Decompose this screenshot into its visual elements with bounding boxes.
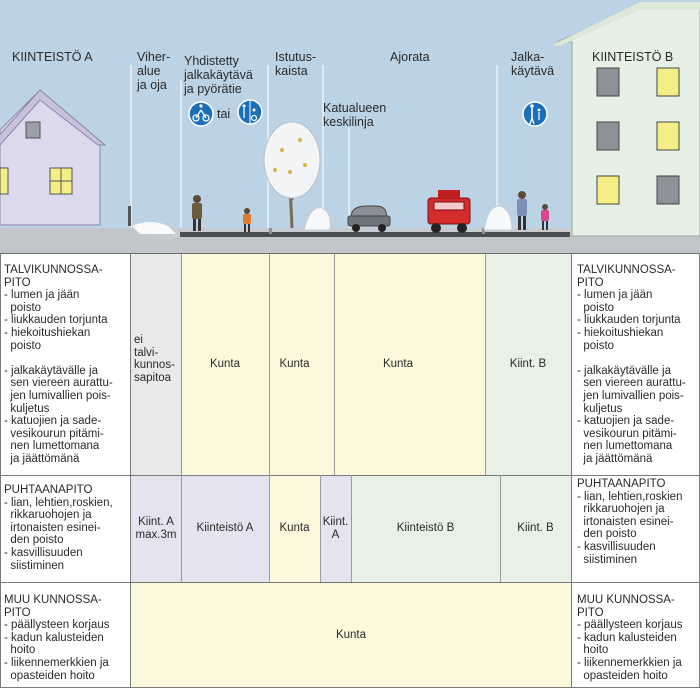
label-istutuskaista: Istutus- kaista (275, 50, 316, 78)
grid-line (0, 582, 700, 583)
car (347, 205, 391, 232)
road-surface (180, 232, 570, 237)
grid-line (269, 254, 270, 475)
pedestrian-adult-left (192, 195, 202, 231)
cleaning-kunta: Kunta (279, 522, 310, 534)
tree (263, 121, 321, 229)
winter-kiint-b: Kiint. B (509, 358, 547, 370)
house-a (0, 89, 107, 226)
clean-kunta-bg (269, 475, 320, 582)
winter-kunta-2: Kunta (279, 358, 310, 370)
bicycle-pedestrian-sign-icon (188, 101, 214, 127)
child-left (243, 208, 251, 232)
grid-line (181, 475, 182, 582)
winter-kunta-3: Kunta (382, 358, 414, 370)
grid-line (181, 254, 182, 475)
curb-right (482, 228, 485, 234)
snow-pile-right (483, 205, 513, 231)
cleaning-left-text: PUHTAANAPITO - lian, lehtien,roskien, ri… (4, 484, 113, 572)
child-right (541, 204, 549, 230)
pedestrian-adult-right (517, 191, 527, 230)
bicycle-pedestrian-sign-alt-icon (237, 99, 263, 125)
clean-kiint-a-small-bg (320, 475, 351, 582)
cleaning-right-text: PUHTAANAPITO - lian, lehtien,roskien rik… (577, 478, 683, 566)
winter-kiint-b-bg (485, 254, 571, 475)
grid-line (500, 475, 501, 582)
grid-line (269, 475, 270, 582)
other-kunta: Kunta (335, 628, 367, 641)
grid-line (320, 475, 321, 582)
cleaning-kiinteisto-a: Kiinteistö A (196, 522, 254, 534)
clean-kiinteisto-b-bg (351, 475, 500, 582)
pedestrian-sign-icon (522, 101, 548, 127)
post (128, 206, 131, 226)
ditch-snow (132, 222, 176, 234)
cleaning-kiint-a-small: Kiint. A (322, 515, 349, 541)
winter-kunta-1-bg (181, 254, 269, 475)
label-viheralue: Viher- alue ja oja (137, 50, 171, 92)
grid-line (351, 475, 352, 582)
snow-pile-left (303, 207, 331, 231)
label-ajorata: Ajorata (390, 50, 430, 64)
winter-kunta-3-bg (334, 254, 485, 475)
winter-kunta-1: Kunta (209, 358, 241, 370)
truck (427, 190, 471, 233)
label-kiinteisto-a: KIINTEISTÖ A (12, 50, 93, 64)
cleaning-kiint-a-max: Kiint. A max.3m (135, 515, 177, 541)
curb-left (269, 228, 272, 234)
clean-kiint-a-max-bg (131, 475, 181, 582)
clean-kiinteisto-a-bg (181, 475, 269, 582)
label-kiinteisto-b: KIINTEISTÖ B (592, 50, 674, 64)
other-left-text: MUU KUNNOSSA- PITO - päällysteen korjaus… (4, 594, 110, 682)
grid-line (0, 475, 700, 476)
other-kunta-bg (131, 582, 571, 688)
label-keskilinja: Katualueen keskilinja (323, 101, 387, 129)
grid-line (0, 253, 700, 254)
grid-line (0, 253, 1, 688)
other-right-text: MUU KUNNOSSA- PITO - päällysteen korjaus… (577, 594, 683, 682)
grid-line (130, 253, 131, 688)
winter-kunta-2-bg (269, 254, 334, 475)
label-yhdistetty: Yhdistetty jalkakäytävä ja pyörätie (184, 54, 253, 96)
ditch (0, 228, 700, 254)
winter-ei-talvi: ei talvi- kunnos- sapitoa (134, 334, 175, 384)
cleaning-kiint-b: Kiint. B (517, 522, 554, 534)
cleaning-kiinteisto-b: Kiinteistö B (396, 522, 455, 534)
winter-ei-talvi-bg (131, 254, 181, 475)
winter-left-text: TALVIKUNNOSSA- PITO - lumen ja jään pois… (4, 264, 113, 465)
winter-right-text: TALVIKUNNOSSA- PITO - lumen ja jään pois… (577, 264, 686, 465)
grid-line (334, 254, 335, 475)
grid-line (485, 254, 486, 475)
building-b (552, 2, 700, 237)
label-jalkakaytava: Jalka- käytävä (511, 50, 555, 78)
house-a-window-left (0, 167, 9, 195)
label-tai: tai (217, 107, 231, 121)
grid-line (571, 253, 572, 688)
clean-kiint-b-bg (500, 475, 571, 582)
house-a-window-top (25, 121, 41, 139)
